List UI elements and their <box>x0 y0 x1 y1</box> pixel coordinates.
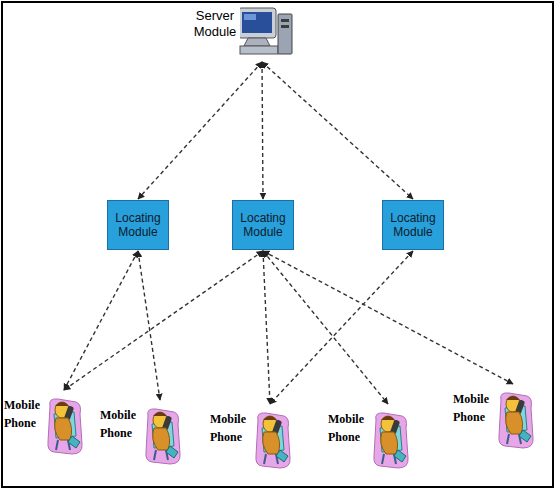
server-module: Server Module <box>190 6 294 60</box>
locating-module-box: Locating Module <box>232 200 294 250</box>
dashed-connector <box>138 62 262 199</box>
mobile-phone: Mobile Phone <box>328 406 408 472</box>
node-label: Mobile Phone <box>100 406 146 442</box>
dashed-connector <box>270 251 413 404</box>
dashed-connector <box>64 251 138 390</box>
node-label: Mobile Phone <box>4 396 50 432</box>
mobile-phone: Mobile Phone <box>210 406 290 472</box>
node-label: Locating Module <box>235 211 291 239</box>
node-label: Locating Module <box>385 211 441 239</box>
mobile-phone-icon <box>48 399 82 454</box>
node-label: Mobile Phone <box>453 390 499 426</box>
server-computer-icon <box>238 8 292 54</box>
dashed-connector <box>262 62 413 199</box>
dashed-connector <box>64 251 263 390</box>
mobile-phone-icon <box>499 393 533 448</box>
node-label: Mobile Phone <box>210 410 256 446</box>
locating-module-box: Locating Module <box>107 200 169 250</box>
locating-module-box: Locating Module <box>382 200 444 250</box>
dashed-connector <box>262 62 263 199</box>
node-label: Locating Module <box>110 211 166 239</box>
dashed-connector <box>263 251 270 404</box>
mobile-phone-icon <box>146 409 180 464</box>
node-label: Mobile Phone <box>328 410 374 446</box>
mobile-phone: Mobile Phone <box>100 402 180 468</box>
mobile-phone: Mobile Phone <box>4 392 84 458</box>
mobile-phone-icon <box>374 413 408 468</box>
dashed-connector <box>263 251 513 384</box>
mobile-phone-icon <box>256 413 290 468</box>
mobile-phone: Mobile Phone <box>453 386 533 452</box>
dashed-connector <box>263 251 388 404</box>
node-label: Server Module <box>190 8 240 40</box>
